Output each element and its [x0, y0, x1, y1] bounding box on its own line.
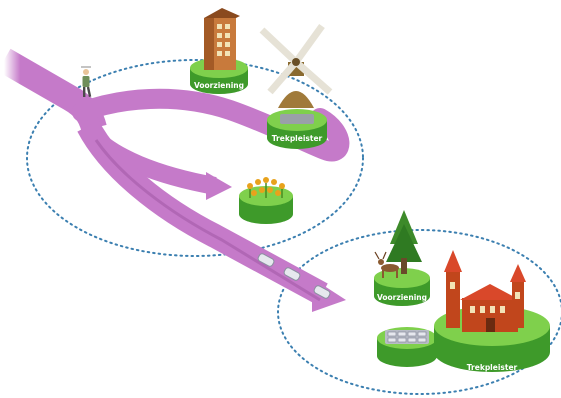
route-path — [0, 48, 350, 312]
arrowhead-field — [206, 172, 232, 200]
parking-lot-icon — [377, 327, 437, 367]
apartment-building-icon: Voorziening — [190, 8, 248, 94]
label-voorziening-top: Voorziening — [194, 81, 244, 90]
area-boundary-top — [26, 59, 364, 257]
deer-platform: Voorziening — [374, 210, 430, 306]
label-voorziening-bottom: Voorziening — [377, 293, 427, 302]
person-walking-icon — [81, 66, 92, 98]
car-icon — [257, 253, 331, 299]
pine-tree-icon — [386, 210, 422, 274]
sunflower-field-icon — [239, 177, 293, 224]
parking-lot-icon — [280, 114, 314, 124]
area-boundary-bottom — [277, 229, 561, 395]
label-trekpleister-top: Trekpleister — [272, 134, 323, 143]
label-trekpleister-bottom: Trekpleister — [467, 363, 518, 372]
windmill-icon: Trekpleister — [259, 23, 333, 149]
castle-icon: Trekpleister — [434, 250, 550, 372]
deer-icon — [374, 251, 399, 278]
